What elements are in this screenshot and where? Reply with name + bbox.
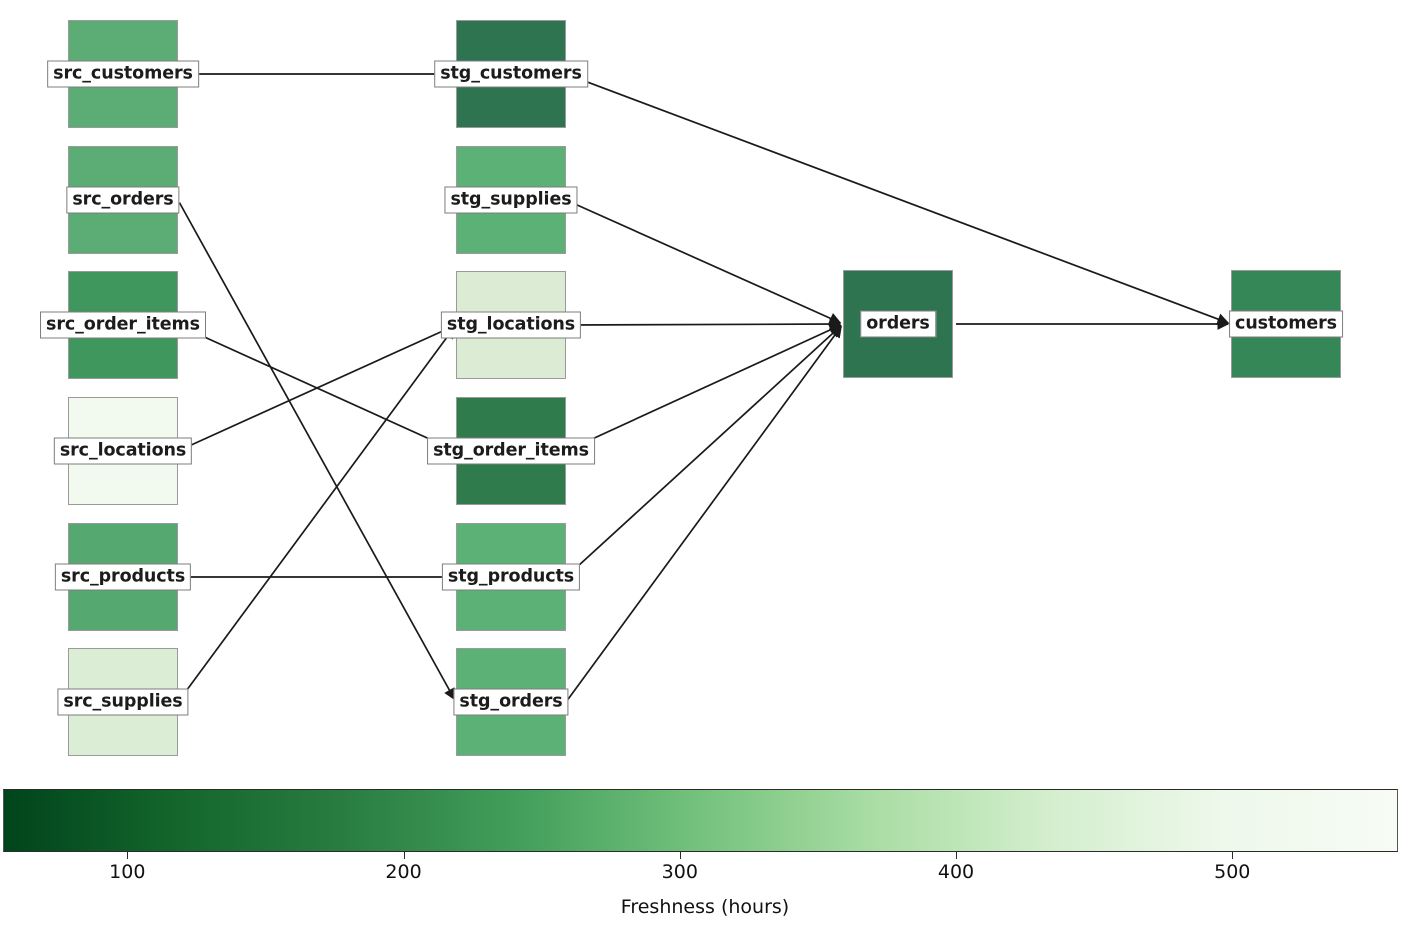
node-label-stg_orders[interactable]: stg_orders <box>453 688 569 716</box>
node-label-src_supplies[interactable]: src_supplies <box>57 688 189 716</box>
node-label-stg_products[interactable]: stg_products <box>441 563 581 591</box>
edge-stg_supplies-to-orders <box>568 200 842 324</box>
colorbar-tick <box>127 852 129 859</box>
colorbar-axis-label: Freshness (hours) <box>620 896 790 918</box>
node-label-stg_supplies[interactable]: stg_supplies <box>444 186 578 214</box>
node-label-src_products[interactable]: src_products <box>54 563 192 591</box>
node-label-customers[interactable]: customers <box>1229 310 1343 338</box>
colorbar-gradient <box>4 790 1397 851</box>
node-label-src_customers[interactable]: src_customers <box>47 60 199 88</box>
colorbar-tick-label: 400 <box>937 861 975 883</box>
colorbar-tick <box>679 852 681 859</box>
node-label-stg_order_items[interactable]: stg_order_items <box>427 437 595 465</box>
edge-stg_orders-to-orders <box>567 325 842 701</box>
colorbar-tick <box>1232 852 1234 859</box>
colorbar-tick-label: 500 <box>1214 861 1251 883</box>
colorbar-tick-label: 100 <box>109 861 146 883</box>
edge-stg_order_items-to-orders <box>568 324 842 451</box>
edge-src_order_items-to-stg_order_items <box>180 325 455 451</box>
colorbar-tick-label: 300 <box>661 861 698 883</box>
edge-src_locations-to-stg_locations <box>180 325 455 451</box>
colorbar-tick-label: 200 <box>385 861 422 883</box>
colorbar <box>3 789 1398 852</box>
edge-stg_products-to-orders <box>567 325 842 576</box>
node-label-stg_locations[interactable]: stg_locations <box>440 311 582 339</box>
edge-stg_locations-to-orders <box>568 318 842 330</box>
colorbar-tick <box>956 852 958 859</box>
node-label-src_orders[interactable]: src_orders <box>66 186 180 214</box>
node-label-src_locations[interactable]: src_locations <box>53 437 193 465</box>
node-label-stg_customers[interactable]: stg_customers <box>434 60 588 88</box>
edge-src_orders-to-stg_orders <box>178 202 456 701</box>
edge-src_supplies-to-stg_locations <box>179 326 455 701</box>
colorbar-tick <box>403 852 405 859</box>
node-label-orders[interactable]: orders <box>860 310 936 338</box>
node-label-src_order_items[interactable]: src_order_items <box>40 311 206 339</box>
